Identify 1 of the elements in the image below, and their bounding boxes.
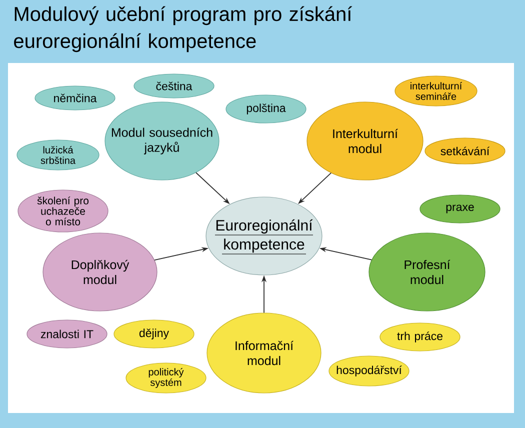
title: Modulový učební program pro získání euroregionální kompetence xyxy=(14,6,352,52)
